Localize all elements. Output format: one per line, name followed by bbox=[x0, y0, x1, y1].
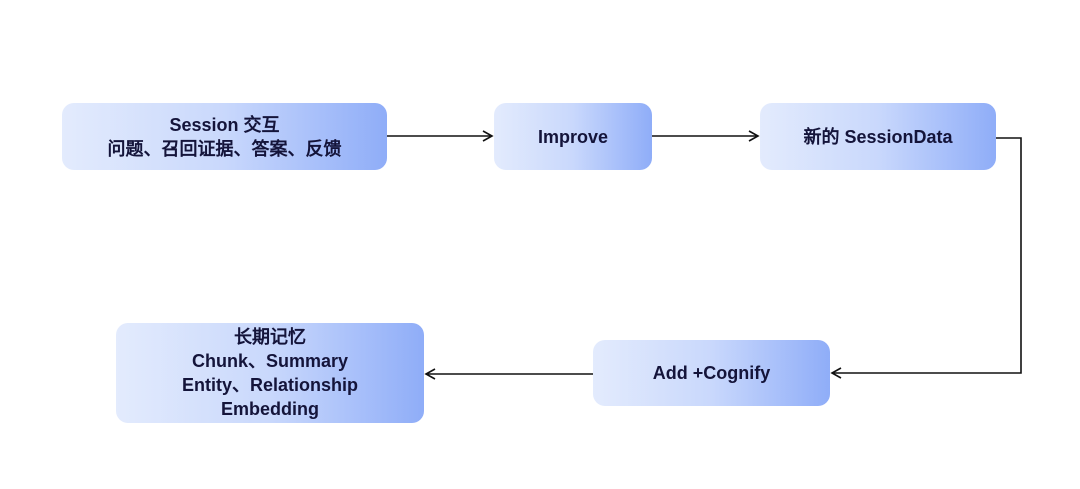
node-session-title: Session 交互 bbox=[169, 114, 280, 135]
node-improve-title: Improve bbox=[537, 126, 609, 147]
node-new-session-data: 新的 SessionData bbox=[760, 103, 996, 170]
node-new-session-data-title: 新的 SessionData bbox=[803, 126, 953, 147]
node-session-detail: 问题、召回证据、答案、反馈 bbox=[107, 138, 342, 159]
node-memory-line-2: Entity、Relationship bbox=[181, 375, 358, 395]
node-memory-line-1: Chunk、Summary bbox=[191, 351, 349, 371]
node-improve: Improve bbox=[494, 103, 652, 170]
node-long-term-memory: 长期记忆 Chunk、Summary Entity、Relationship E… bbox=[116, 323, 424, 423]
node-memory-title: 长期记忆 bbox=[234, 327, 306, 347]
node-add-cognify: Add +Cognify bbox=[593, 340, 830, 406]
arrow-new-session-data-to-add-cognify bbox=[830, 137, 1022, 379]
node-memory-line-3: Embedding bbox=[221, 399, 319, 419]
node-add-cognify-title: Add +Cognify bbox=[652, 363, 771, 383]
node-session-interaction: Session 交互 问题、召回证据、答案、反馈 bbox=[62, 103, 387, 170]
